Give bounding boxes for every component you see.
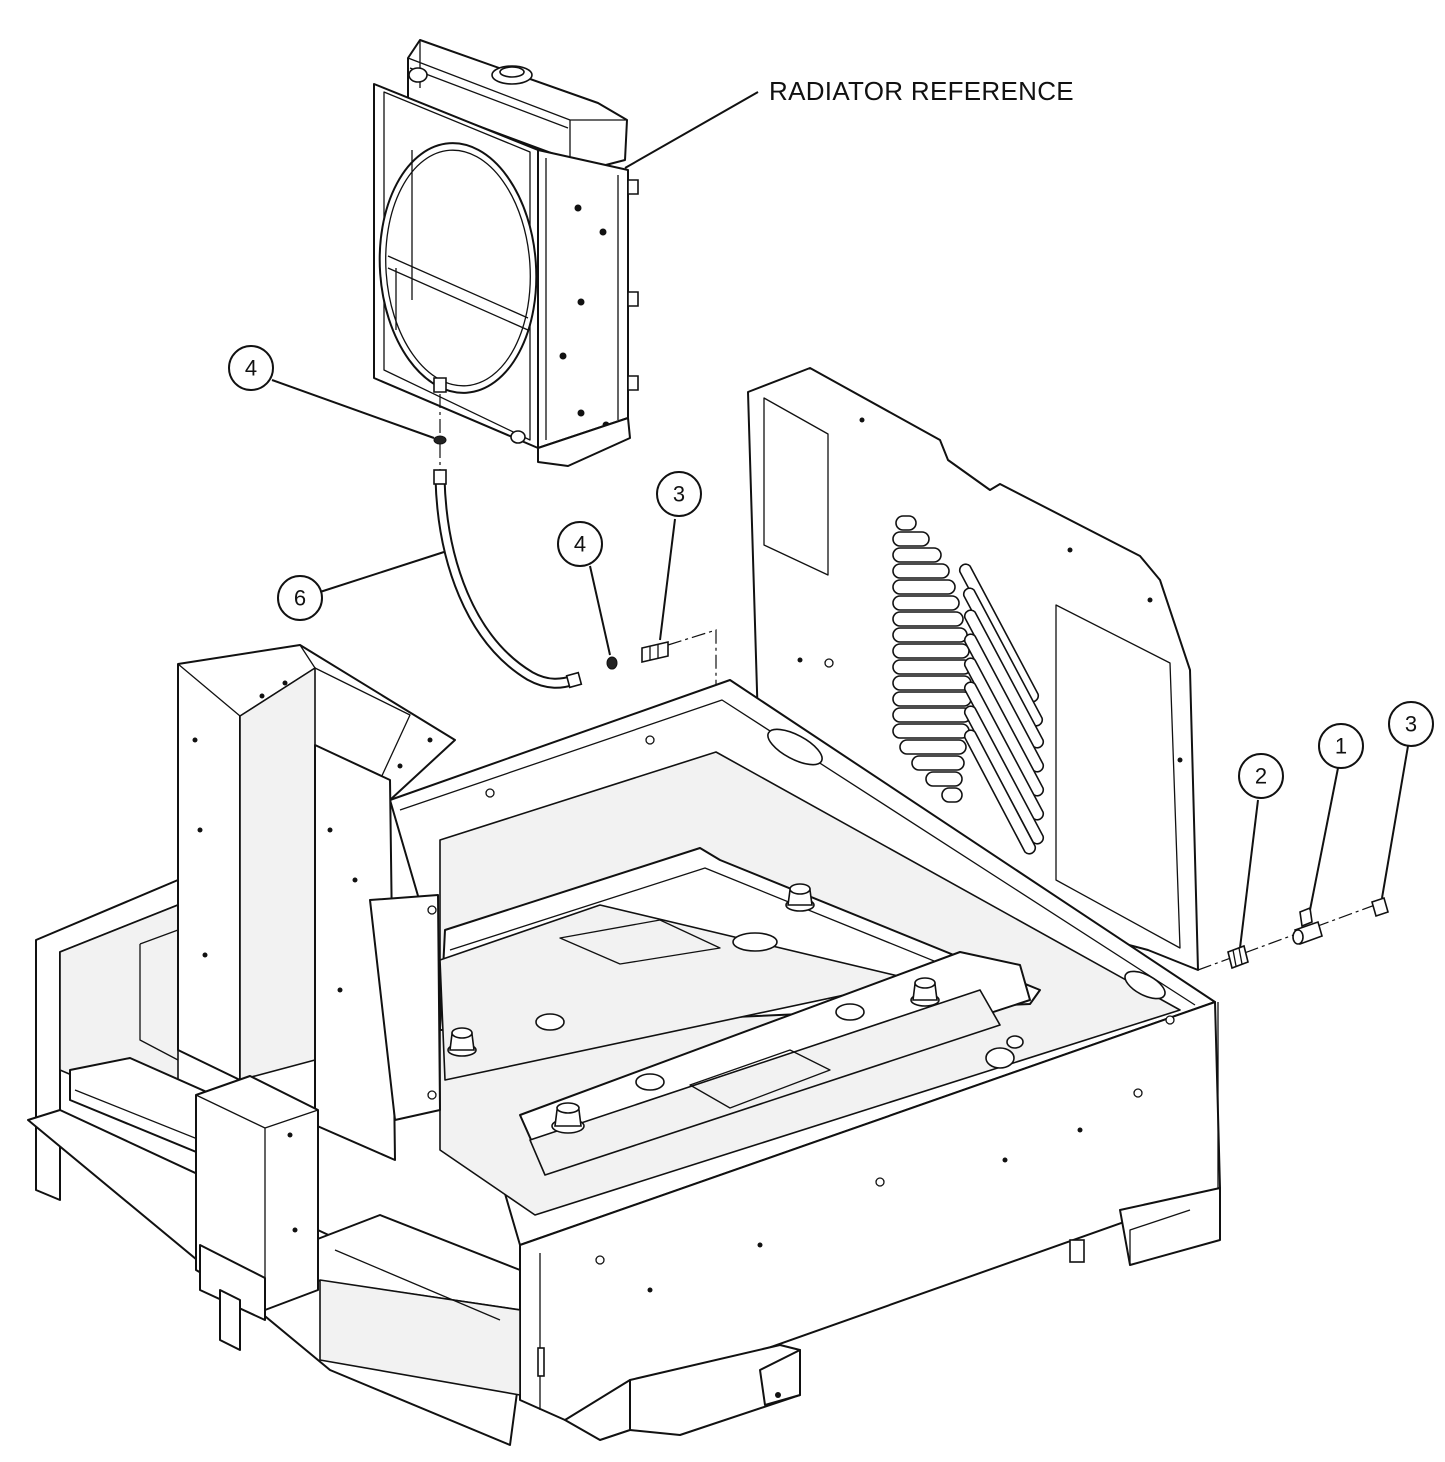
balloon-label: 4 xyxy=(245,356,257,381)
balloon-label: 3 xyxy=(1405,712,1417,737)
left-upright xyxy=(177,644,456,1161)
balloon-label: 3 xyxy=(673,482,685,507)
radiator-assembly xyxy=(373,39,639,467)
balloon-item-4-lower: 4 xyxy=(557,521,603,567)
balloon-item-4-upper: 4 xyxy=(228,345,274,391)
vent-slats-right xyxy=(958,563,1045,855)
balloon-item-2: 2 xyxy=(1238,753,1284,799)
balloon-item-6: 6 xyxy=(277,575,323,621)
balloon-label: 1 xyxy=(1335,734,1347,759)
hose-and-fittings xyxy=(433,394,1389,1145)
balloon-item-3-right: 3 xyxy=(1388,701,1434,747)
radiator-reference-label: RADIATOR REFERENCE xyxy=(769,76,1074,106)
balloon-item-1: 1 xyxy=(1318,723,1364,769)
callout-leaders xyxy=(271,91,1409,949)
balloon-label: 2 xyxy=(1255,764,1267,789)
balloon-label: 6 xyxy=(294,586,306,611)
control-box xyxy=(195,1075,319,1351)
vent-slats-left xyxy=(892,515,972,803)
balloon-label: 4 xyxy=(574,532,586,557)
balloon-item-3-left: 3 xyxy=(656,471,702,517)
